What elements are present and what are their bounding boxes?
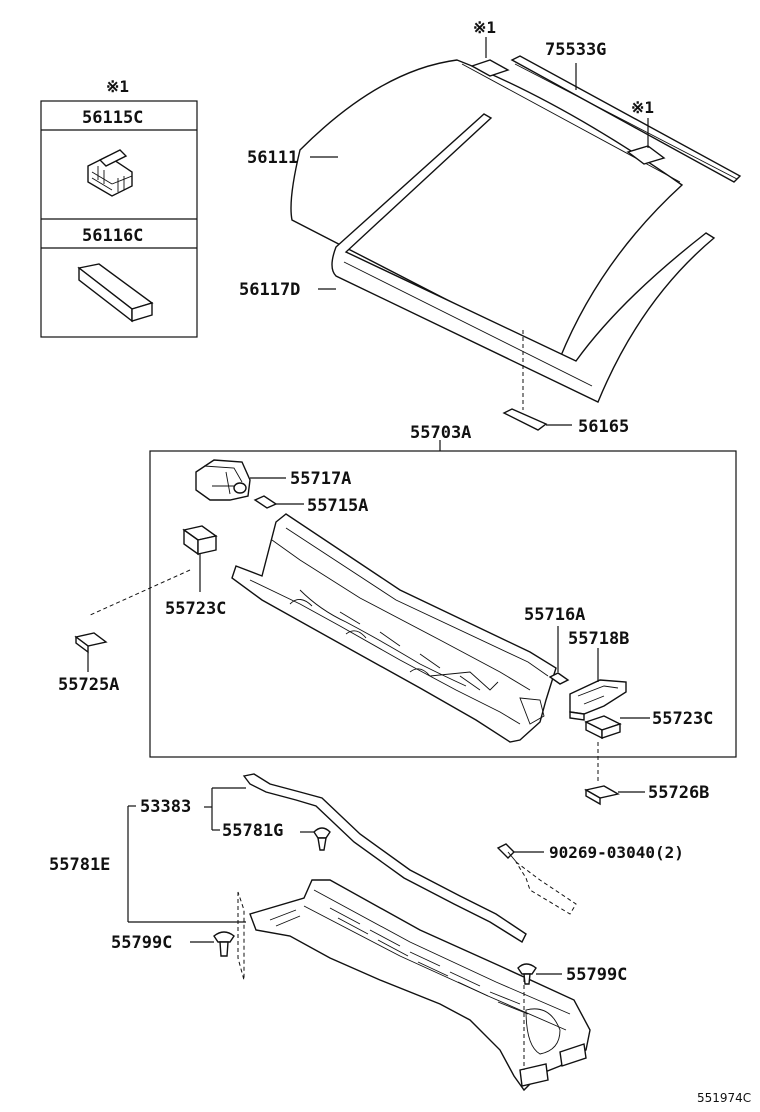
label-55726b: 55726B bbox=[648, 783, 709, 803]
strip-56116c-drawing bbox=[77, 263, 154, 323]
seal-55723c-left-drawing bbox=[182, 525, 218, 556]
clip-55799c-right-drawing bbox=[517, 963, 537, 985]
label-55723c-left: 55723C bbox=[165, 599, 226, 619]
inset-lower-label: 56116C bbox=[82, 226, 143, 246]
note-right: ※1 bbox=[631, 98, 654, 117]
label-55703a: 55703A bbox=[410, 423, 471, 443]
clip-56115c-drawing bbox=[87, 149, 133, 197]
clip-55799c-left-drawing bbox=[213, 931, 235, 957]
label-56111: 56111 bbox=[247, 148, 298, 168]
inset-panel: ※1 56115C 56116C bbox=[40, 77, 198, 338]
label-90269: 90269-03040(2) bbox=[549, 843, 684, 862]
clip-55781g-drawing bbox=[313, 827, 331, 851]
inset-upper-label: 56115C bbox=[82, 108, 143, 128]
label-55725a: 55725A bbox=[58, 675, 119, 695]
note-top: ※1 bbox=[473, 18, 496, 37]
label-55718b: 55718B bbox=[568, 629, 629, 649]
diagram-code: 551974C bbox=[697, 1091, 751, 1105]
label-55717a: 55717A bbox=[290, 469, 351, 489]
bracket-55718b-drawing bbox=[569, 679, 627, 721]
bracket-55717a-drawing bbox=[195, 459, 251, 501]
label-55716a: 55716A bbox=[524, 605, 585, 625]
label-55715a: 55715A bbox=[307, 496, 368, 516]
label-55781g: 55781G bbox=[222, 821, 283, 841]
cowl-louver-drawing bbox=[249, 879, 591, 1092]
label-75533g: 75533G bbox=[545, 40, 606, 60]
label-56165: 56165 bbox=[578, 417, 629, 437]
label-56117d: 56117D bbox=[239, 280, 300, 300]
label-55781e: 55781E bbox=[49, 855, 110, 875]
cowl-top-panel-drawing bbox=[231, 513, 557, 743]
seal-55723c-right-drawing bbox=[584, 715, 622, 740]
pad-55715a-drawing bbox=[253, 495, 278, 509]
label-55799c-right: 55799C bbox=[566, 965, 627, 985]
label-53383: 53383 bbox=[140, 797, 191, 817]
label-55723c-right: 55723C bbox=[652, 709, 713, 729]
cowl-assembly-frame bbox=[149, 450, 737, 758]
label-55799c-left: 55799C bbox=[111, 933, 172, 953]
pad-55716a-drawing bbox=[548, 672, 570, 685]
inset-note: ※1 bbox=[106, 77, 129, 96]
windshield-glass-drawing bbox=[290, 55, 742, 431]
seal-53383-drawing bbox=[242, 773, 527, 944]
